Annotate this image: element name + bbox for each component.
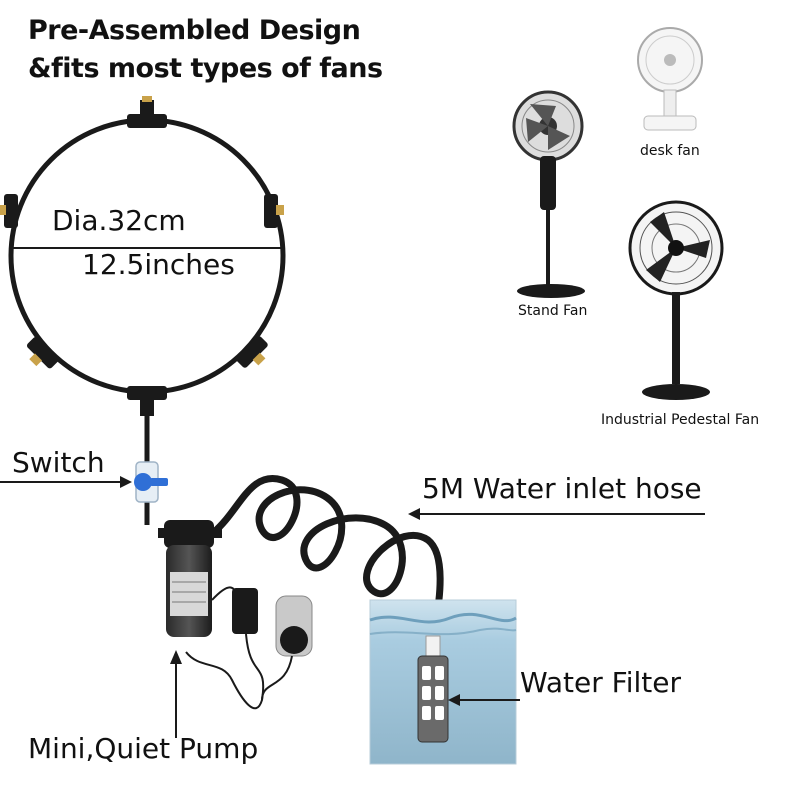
stand-fan-image bbox=[512, 90, 585, 298]
fan-label-desk: desk fan bbox=[640, 143, 700, 159]
power-adapter bbox=[185, 586, 313, 710]
fan-label-stand: Stand Fan bbox=[518, 303, 588, 319]
industrial-fan-image bbox=[628, 200, 724, 400]
hose-arrow bbox=[408, 508, 705, 520]
switch-valve bbox=[134, 461, 168, 503]
pump bbox=[158, 520, 222, 637]
inlet-hose bbox=[210, 474, 444, 629]
pump-arrow bbox=[170, 650, 182, 738]
callout-pump: Mini,Quiet Pump bbox=[28, 732, 259, 765]
fan-label-industrial: Industrial Pedestal Fan bbox=[601, 412, 760, 428]
ring-diameter-metric: Dia.32cm bbox=[52, 204, 186, 237]
nozzles bbox=[0, 96, 284, 416]
filter-arrow bbox=[448, 694, 520, 706]
switch-arrow bbox=[0, 476, 132, 488]
callout-filter: Water Filter bbox=[520, 666, 682, 699]
callout-switch: Switch bbox=[12, 446, 105, 479]
callout-hose: 5M Water inlet hose bbox=[422, 472, 702, 505]
headline: Pre-Assembled Design &fits most types of… bbox=[28, 12, 383, 88]
water-filter bbox=[417, 635, 449, 743]
headline-line-2: &fits most types of fans bbox=[28, 53, 383, 84]
ring-diameter-imperial: 12.5inches bbox=[82, 248, 235, 281]
headline-line-1: Pre-Assembled Design bbox=[28, 15, 361, 46]
desk-fan-image bbox=[637, 27, 703, 131]
